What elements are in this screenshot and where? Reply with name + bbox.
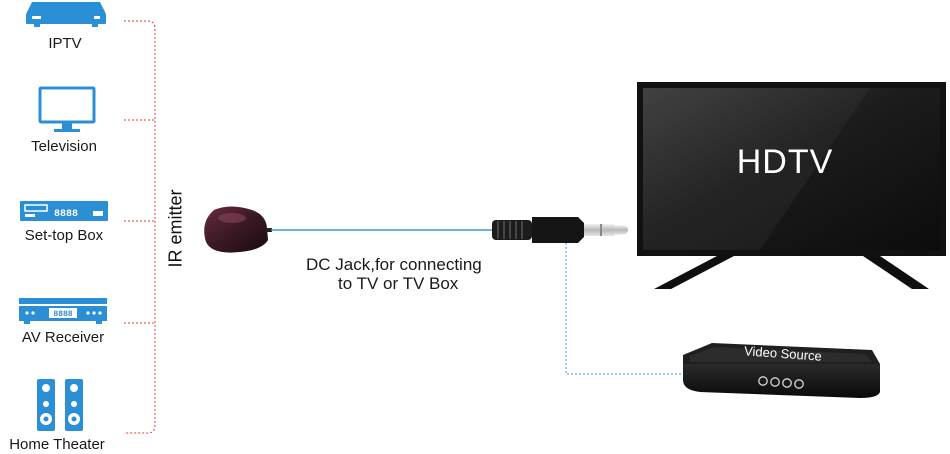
ir-emitter-head-icon xyxy=(204,206,272,253)
tv-left-leg xyxy=(654,256,734,289)
iptv-box-icon xyxy=(26,2,106,27)
device-label-av-receiver: AV Receiver xyxy=(21,329,105,346)
dc-jack-plug-icon xyxy=(492,217,628,243)
set-top-box-icon: 8888 xyxy=(20,201,108,221)
left-speaker-icon xyxy=(37,379,55,431)
device-label-home-theater: Home Theater xyxy=(9,436,105,453)
speakers-icon xyxy=(37,379,83,431)
dc-jack-caption-line-2: to TV or TV Box xyxy=(338,274,459,293)
video-source-box-icon xyxy=(683,343,880,398)
device-label-set-top-box: Set-top Box xyxy=(24,227,104,244)
right-speaker-icon xyxy=(65,379,83,431)
tv-right-leg xyxy=(863,256,929,289)
dc-jack-caption-line-1: DC Jack,for connecting xyxy=(306,255,482,274)
hdtv-label: HDTV xyxy=(736,143,834,181)
av-receiver-icon: 8888 xyxy=(19,298,107,324)
video-source-link-line xyxy=(565,243,683,375)
device-bracket xyxy=(124,20,156,434)
av-receiver-display-text: 8888 xyxy=(53,310,72,319)
ir-emitter-label: IR emitter xyxy=(165,189,186,268)
set-top-box-display-text: 8888 xyxy=(54,209,78,220)
device-label-iptv: IPTV xyxy=(48,35,82,52)
hdtv-icon xyxy=(637,82,946,289)
monitor-icon xyxy=(38,86,96,132)
device-label-television: Television xyxy=(31,138,97,155)
